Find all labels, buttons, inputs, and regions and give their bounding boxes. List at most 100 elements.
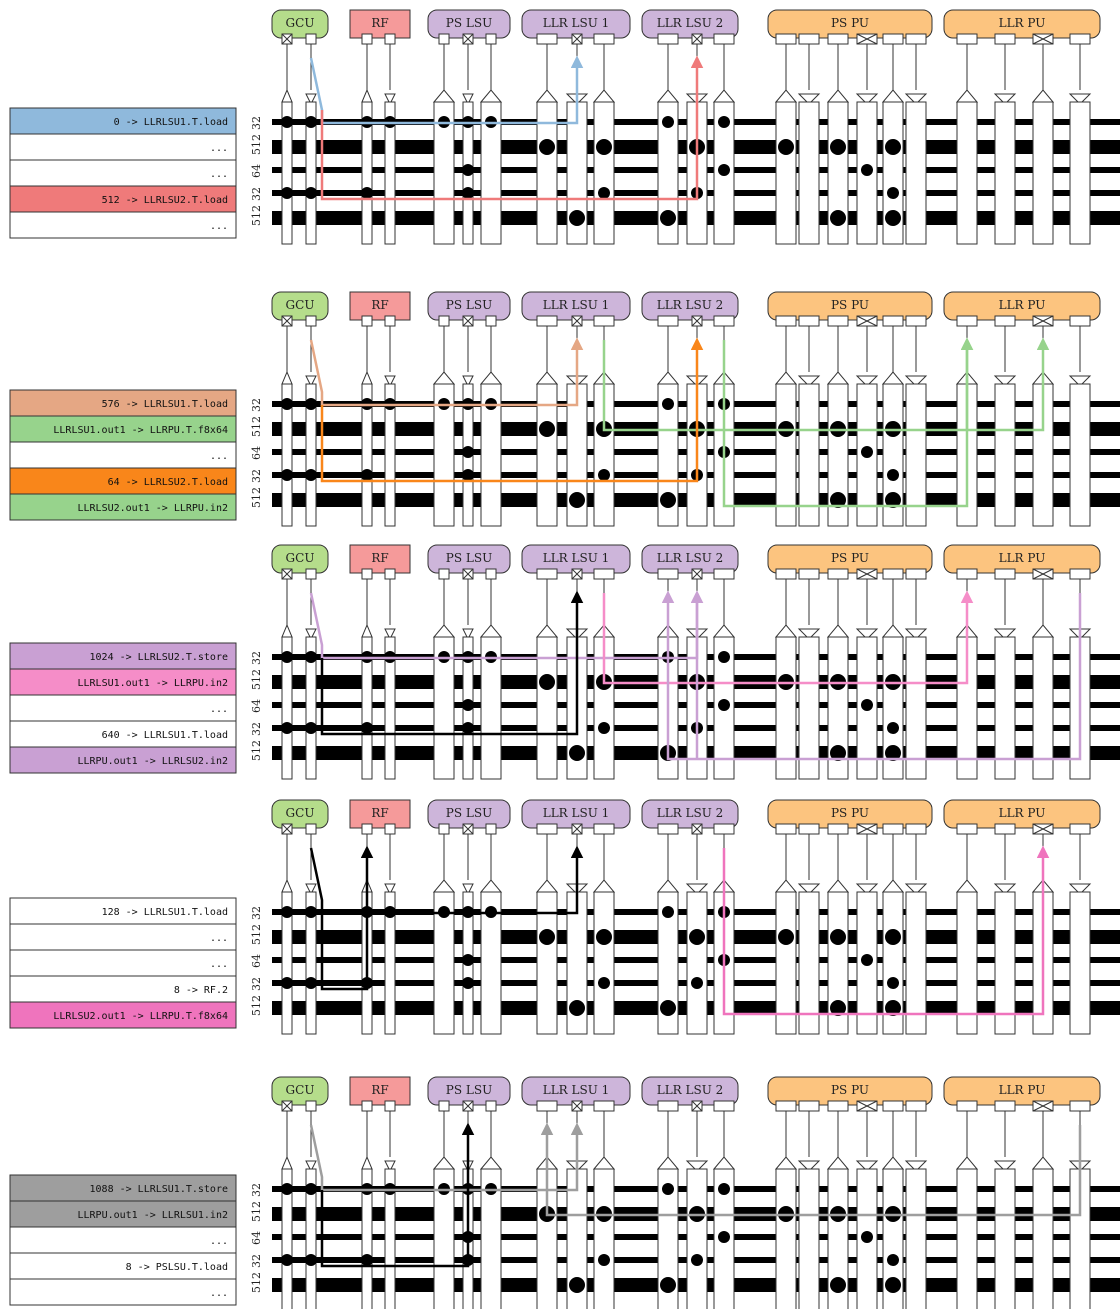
port-cross: [856, 315, 878, 327]
socket-bar: [798, 383, 820, 527]
instruction-row: [9, 211, 237, 239]
bus-connection-dot: [281, 722, 293, 734]
port: [994, 568, 1016, 580]
unit-box-gcu: [271, 9, 329, 39]
bus-connection-dot: [305, 651, 317, 663]
socket-up: [281, 878, 293, 893]
bus-width-label: 512: [250, 1272, 263, 1293]
socket-up: [774, 624, 798, 638]
bus-connection-dot: [598, 1254, 610, 1266]
port-cross: [856, 33, 878, 45]
unit-box-rf: [349, 799, 411, 829]
unit-box-llr-lsu-2: [641, 291, 739, 321]
bus-connection-dot: [718, 116, 730, 128]
port: [713, 823, 735, 835]
port-cross: [571, 568, 583, 580]
port: [305, 315, 317, 327]
socket-up: [712, 624, 736, 638]
port: [713, 315, 735, 327]
socket-bar: [536, 891, 558, 1035]
socket-down: [904, 93, 928, 105]
unit-box-llr-lsu-2: [641, 9, 739, 39]
instruction-text: 576 -> LLRLSU1.T.load: [102, 399, 228, 410]
socket-down: [855, 93, 879, 105]
port-cross: [571, 823, 583, 835]
unit-label: LLR PU: [999, 551, 1046, 565]
socket-down: [855, 1160, 879, 1172]
socket-up: [432, 879, 456, 893]
bus-connection-dot: [887, 187, 899, 199]
socket-up: [535, 371, 559, 385]
instruction-text: ...: [210, 169, 228, 180]
bus-width-label: 32: [250, 651, 263, 665]
socket-up: [955, 879, 979, 893]
bus-width-label: 32: [250, 977, 263, 991]
bus-connection-dot: [361, 722, 373, 734]
socket-down: [1068, 93, 1092, 105]
socket-up: [881, 879, 905, 893]
socket-up: [774, 89, 798, 103]
bus-connection-dot: [462, 722, 474, 734]
socket-bar: [905, 636, 927, 780]
socket-up: [656, 879, 680, 893]
bus-connection-dot: [885, 745, 901, 761]
unit-box-gcu: [271, 544, 329, 574]
port: [905, 315, 927, 327]
socket-bar: [905, 383, 927, 527]
socket-up: [432, 1156, 456, 1170]
socket-bar: [536, 383, 558, 527]
unit-label: LLR PU: [999, 298, 1046, 312]
unit-label: RF: [371, 551, 388, 565]
unit-box-gcu: [271, 1076, 329, 1106]
bus-connection-dot: [569, 492, 585, 508]
bus-connection-dot: [462, 954, 474, 966]
port: [657, 823, 679, 835]
port-cross: [856, 1100, 878, 1112]
unit-box-rf: [349, 291, 411, 321]
socket-up: [656, 1156, 680, 1170]
socket-bar: [361, 1168, 373, 1309]
port-cross: [281, 33, 293, 45]
port: [384, 315, 396, 327]
socket-down: [305, 93, 317, 106]
port: [361, 568, 373, 580]
socket-bar: [281, 383, 293, 527]
bus-connection-dot: [830, 1000, 846, 1016]
unit-label: PS LSU: [446, 806, 492, 820]
port: [536, 33, 558, 45]
socket-bar: [281, 101, 293, 245]
socket-bar: [956, 891, 978, 1035]
unit-label: RF: [371, 16, 388, 30]
port: [882, 568, 904, 580]
unit-label: PS LSU: [446, 1083, 492, 1097]
bus-connection-dot: [830, 745, 846, 761]
bus-width-label: 512: [250, 1201, 263, 1222]
unit-box-ps-pu: [767, 1076, 933, 1106]
transport-path: [722, 845, 1050, 1016]
port: [1069, 1100, 1091, 1112]
port-cross: [281, 568, 293, 580]
instruction-text: 8 -> RF.2: [174, 985, 228, 996]
bus-width-label: 512: [250, 995, 263, 1016]
socket-down: [305, 1160, 317, 1173]
unit-box-llr-pu: [943, 1076, 1101, 1106]
socket-up: [656, 89, 680, 103]
transport-path: [320, 55, 704, 201]
bus-connection-dot: [689, 929, 705, 945]
bus-connection-dot: [305, 398, 317, 410]
socket-bar: [1069, 891, 1091, 1035]
instruction-text: LLRPU.out1 -> LLRLSU1.in2: [77, 1210, 228, 1221]
bus-connection-dot: [462, 469, 474, 481]
port: [827, 33, 849, 45]
socket-bar: [1032, 636, 1054, 780]
port: [593, 1100, 615, 1112]
port: [994, 315, 1016, 327]
socket-up: [826, 1156, 850, 1170]
bus-connection-dot: [462, 977, 474, 989]
socket-down: [305, 883, 317, 896]
port-cross: [856, 823, 878, 835]
socket-up: [826, 89, 850, 103]
bus-width-label: 32: [250, 1183, 263, 1197]
bus-connection-dot: [830, 492, 846, 508]
